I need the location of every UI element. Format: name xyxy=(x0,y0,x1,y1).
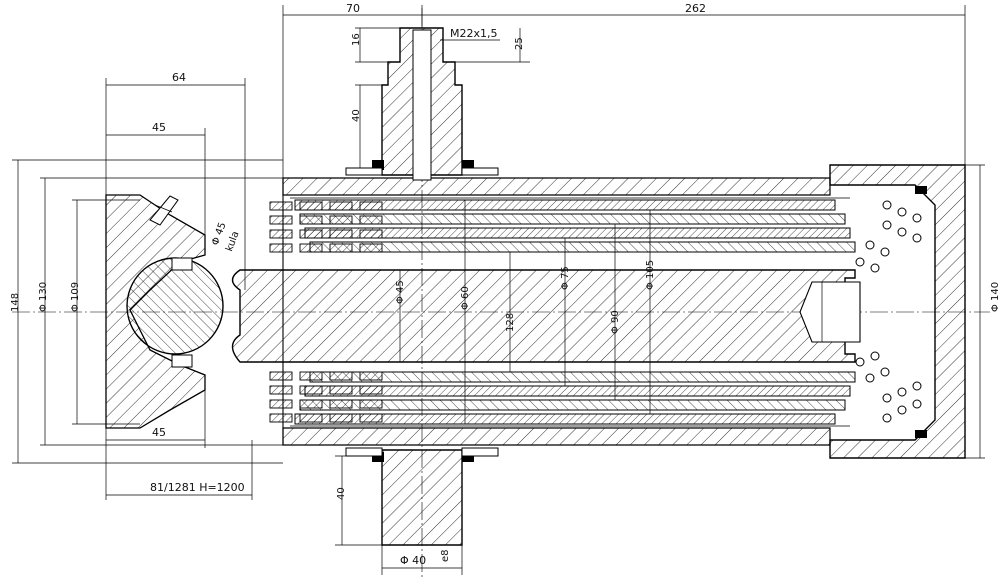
seal-ring xyxy=(359,229,383,239)
bearing-ball xyxy=(912,233,922,243)
seal-ring xyxy=(329,229,353,239)
bearing-ball xyxy=(882,393,892,403)
stage-tubes xyxy=(290,197,856,427)
seal-ring xyxy=(359,243,383,253)
dim-d90: Φ 90 xyxy=(610,310,621,334)
dim-h45-bottom: 45 xyxy=(152,426,166,439)
dim-v16: 16 xyxy=(351,33,362,46)
outer-barrel xyxy=(282,177,831,446)
bearing-ball xyxy=(880,367,890,377)
dim-v40-top: 40 xyxy=(351,109,362,122)
bearing-ball xyxy=(880,247,890,257)
plunger-rod xyxy=(231,269,861,363)
seal-ring xyxy=(299,399,323,409)
seal-packs xyxy=(269,201,383,423)
dimension-labels: 70 262 M22x1,5 16 25 40 64 45 45 148 Φ 1… xyxy=(10,2,1000,567)
seal-ring xyxy=(269,229,293,239)
seal-ring xyxy=(269,201,293,211)
bearing-ball xyxy=(865,240,875,250)
bearing-ball xyxy=(912,399,922,409)
bearing-ball xyxy=(897,387,907,397)
dim-d105: Φ 105 xyxy=(645,260,656,290)
bearing-ball xyxy=(855,357,865,367)
seal-ring xyxy=(269,413,293,423)
seal-ring xyxy=(269,243,293,253)
bearing-ball xyxy=(912,213,922,223)
dim-stroke: 81/1281 H=1200 xyxy=(150,481,245,494)
seal-ring xyxy=(269,385,293,395)
seal-ring xyxy=(359,215,383,225)
seal-ring xyxy=(329,399,353,409)
seal-ring xyxy=(269,399,293,409)
bearing-ball xyxy=(897,227,907,237)
dim-v40-bottom: 40 xyxy=(336,487,347,500)
seal-ring xyxy=(359,385,383,395)
bearing-ball xyxy=(882,413,892,423)
seal-ring xyxy=(299,201,323,211)
dim-kula: kula xyxy=(224,230,241,253)
seal-ring xyxy=(359,413,383,423)
bearing-ball xyxy=(865,373,875,383)
seal-ring xyxy=(269,215,293,225)
dim-d109: Φ 109 xyxy=(70,282,81,312)
seal-ring xyxy=(299,243,323,253)
seal-ring xyxy=(299,413,323,423)
bearing-ball xyxy=(855,257,865,267)
seal-ring xyxy=(329,413,353,423)
dim-h64: 64 xyxy=(172,71,186,84)
trunnion-top xyxy=(345,27,499,181)
ball-joint xyxy=(105,194,224,429)
seal-ring xyxy=(299,229,323,239)
dim-v25: 25 xyxy=(514,37,525,50)
bearing-ball xyxy=(897,405,907,415)
dim-thread: M22x1,5 xyxy=(450,27,498,40)
seal-ring xyxy=(329,243,353,253)
bearing-ball xyxy=(882,200,892,210)
dim-top-262: 262 xyxy=(685,2,706,15)
bearing-ball xyxy=(870,263,880,273)
seal-ring xyxy=(299,371,323,381)
dim-d140: Φ 140 xyxy=(990,282,1000,312)
dim-d130: Φ 130 xyxy=(38,282,49,312)
bearing-balls xyxy=(855,200,922,423)
seal-ring xyxy=(299,385,323,395)
seal-ring xyxy=(359,399,383,409)
dim-tolerance: e8 xyxy=(440,549,451,562)
dimension-lines xyxy=(12,5,985,575)
seal-ring xyxy=(359,201,383,211)
bearing-ball xyxy=(897,207,907,217)
seal-ring xyxy=(269,371,293,381)
bearing-ball xyxy=(882,220,892,230)
dim-d75: Φ 75 xyxy=(560,266,571,290)
seal-ring xyxy=(329,215,353,225)
bearing-ball xyxy=(870,351,880,361)
trunnion-bottom xyxy=(345,447,499,546)
seal-ring xyxy=(329,201,353,211)
seal-ring xyxy=(329,385,353,395)
end-cap xyxy=(829,164,966,459)
dim-d148: 148 xyxy=(10,293,21,312)
dim-d45-rod: Φ 45 xyxy=(395,280,406,304)
bearing-ball xyxy=(912,381,922,391)
dim-d128: Φ 60 xyxy=(460,286,471,310)
dim-d60: 128 xyxy=(505,313,516,332)
dim-top-70: 70 xyxy=(346,2,360,15)
seal-ring xyxy=(329,371,353,381)
dim-h45-top: 45 xyxy=(152,121,166,134)
dim-d40-trunnion: Φ 40 xyxy=(400,554,426,567)
seal-ring xyxy=(299,215,323,225)
seal-ring xyxy=(359,371,383,381)
